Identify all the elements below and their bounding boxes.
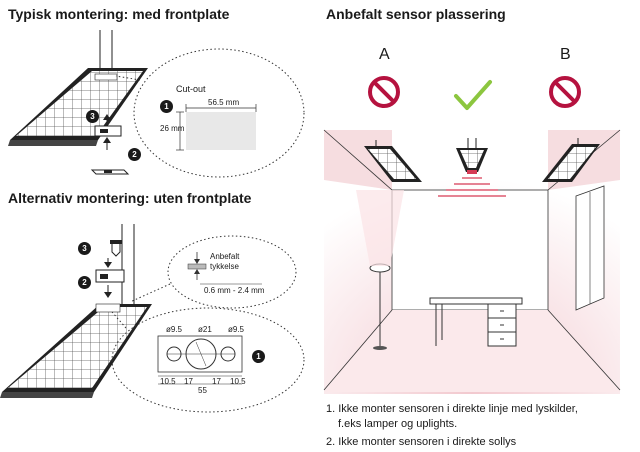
alternative-sensor-parts [95,240,125,298]
holes-callout [111,307,305,413]
cutout-label: Cut-out [176,84,206,94]
hole-diameter-left: ø9.5 [166,325,183,334]
dimension-3: 17 [212,377,221,386]
alternative-mounting-title: Alternativ montering: uten frontplate [8,190,252,206]
sensor-placement-title: Anbefalt sensor plassering [326,6,506,22]
dimension-1: 10.5 [160,377,176,386]
typical-mounting-title: Typisk montering: med frontplate [8,6,230,22]
hole-diameter-right: ø9.5 [228,325,245,334]
step-badge: 2 [78,276,91,289]
thickness-label-line1: Anbefalt [210,252,240,261]
fixture-right-ceiling [542,138,600,182]
prohibited-icon-b [549,76,581,108]
dimension-total: 55 [198,386,207,395]
checkmark-icon [454,80,492,110]
hole-diameter-center: ø21 [198,325,212,334]
step-badge: 3 [86,110,99,123]
step-badge: 1 [160,100,173,113]
note-1-line-2: f.eks lamper og uplights. [338,418,458,430]
alternative-fixture [0,224,152,398]
dimension-4: 10.5 [230,377,246,386]
thickness-range: 0.6 mm - 2.4 mm [204,286,265,295]
note-1-line-1: 1. Ikke monter sensoren i direkte linje … [326,403,578,415]
typical-fixture [8,30,148,146]
thickness-label-line2: tykkelse [210,262,239,271]
note-2: 2. Ikke monter sensoren i direkte sollys [326,436,517,448]
fixture-left-ceiling [364,140,422,182]
step-badge: 3 [78,242,91,255]
position-label-a: A [379,46,390,63]
fixture-center-ceiling [456,138,488,174]
thickness-callout [129,235,297,309]
typical-sensor-parts [90,114,130,175]
dimension-2: 17 [184,377,193,386]
sensor-beam [438,177,506,197]
step-badge: 1 [252,350,265,363]
cutout-width-dimension: 56.5 mm [208,98,240,107]
step-badge: 2 [128,148,141,161]
prohibited-icon-a [368,76,400,108]
cutout-height-dimension: 26 mm [160,124,185,133]
position-label-b: B [560,46,571,63]
cutout-callout [115,48,305,178]
